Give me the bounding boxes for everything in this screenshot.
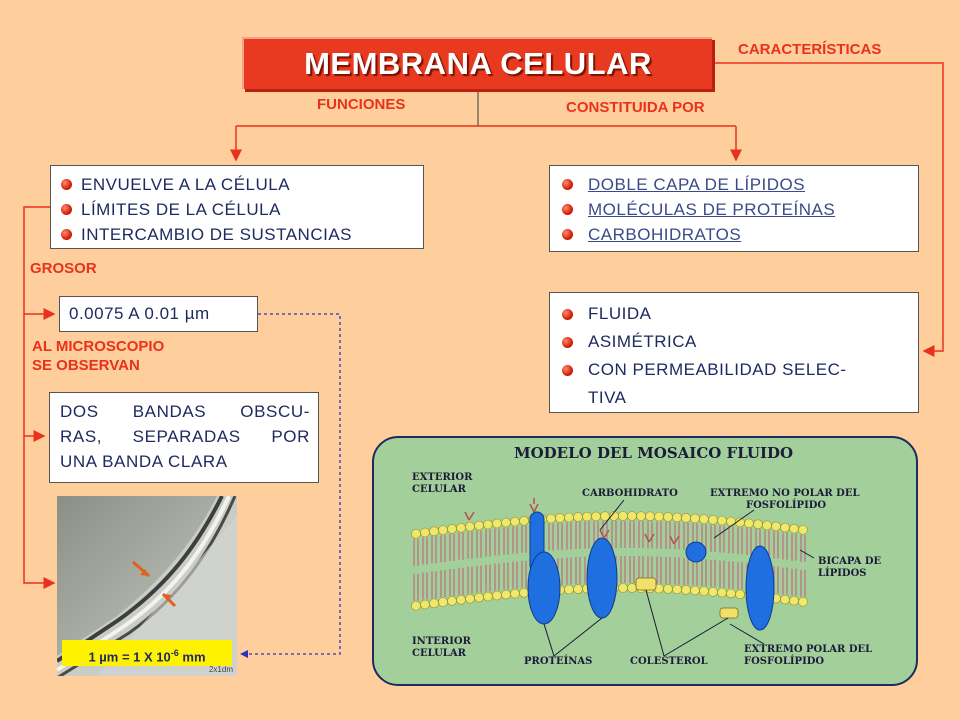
svg-text:FOSFOLÍPIDO: FOSFOLÍPIDO (746, 499, 826, 511)
title-box: MEMBRANA CELULAR (242, 37, 712, 89)
label-microscopio-1: AL MICROSCOPIO (32, 338, 165, 355)
caracteristicas-item: FLUIDA (560, 300, 918, 328)
caracteristicas-item: ASIMÉTRICA (560, 328, 918, 356)
svg-text:FOSFOLÍPIDO: FOSFOLÍPIDO (744, 655, 824, 667)
observacion-line: DOS BANDAS OBSCU- (60, 402, 310, 421)
page-title: MEMBRANA CELULAR (304, 46, 652, 81)
svg-text:LÍPIDOS: LÍPIDOS (818, 567, 867, 579)
dashed-scale-link (240, 313, 341, 655)
mosaic-model-drawing: MODELO DEL MOSAICO FLUIDO EXTERIOR CELUL… (411, 444, 882, 667)
svg-text:CELULAR: CELULAR (412, 648, 467, 659)
grosor-value-box: 0.0075 A 0.01 µm (59, 296, 258, 332)
label-constituida: CONSTITUIDA POR (566, 99, 705, 116)
svg-text:CELULAR: CELULAR (412, 484, 467, 495)
bullet-icon (562, 365, 573, 376)
bullet-icon (562, 337, 573, 348)
bullet-icon (562, 179, 573, 190)
bullet-icon (562, 229, 573, 240)
scale-note: 1 µm = 1 X 10-6 mm (62, 640, 232, 666)
observacion-line: UNA BANDA CLARA (60, 452, 228, 471)
svg-text:CARBOHIDRATO: CARBOHIDRATO (582, 488, 678, 499)
label-grosor: GROSOR (30, 260, 97, 277)
mosaic-title: MODELO DEL MOSAICO FLUIDO (514, 444, 793, 462)
caracteristicas-box: FLUIDA ASIMÉTRICA CON PERMEABILIDAD SELE… (549, 292, 919, 413)
svg-text:INTERIOR: INTERIOR (412, 636, 472, 647)
funciones-item: LÍMITES DE LA CÉLULA (59, 197, 423, 222)
svg-text:COLESTEROL: COLESTEROL (630, 656, 708, 667)
svg-text:EXTERIOR: EXTERIOR (412, 472, 473, 483)
svg-text:EXTREMO POLAR DEL: EXTREMO POLAR DEL (744, 644, 872, 655)
observacion-line: RAS, SEPARADAS POR (60, 427, 310, 446)
constituida-item[interactable]: DOBLE CAPA DE LÍPIDOS (560, 172, 918, 197)
arrow-caracteristicas (712, 62, 944, 357)
label-caracteristicas: CARACTERÍSTICAS (738, 41, 882, 58)
micrograph-caption: 2x1dm (208, 665, 233, 674)
observacion-box: DOS BANDAS OBSCU- RAS, SEPARADAS POR UNA… (49, 392, 319, 483)
caracteristicas-item: CON PERMEABILIDAD SELEC- (560, 356, 918, 384)
bullet-icon (61, 229, 72, 240)
label-microscopio-2: SE OBSERVAN (32, 357, 140, 374)
svg-text:EXTREMO NO POLAR DEL: EXTREMO NO POLAR DEL (710, 488, 860, 499)
bullet-icon (562, 309, 573, 320)
funciones-box: ENVUELVE A LA CÉLULA LÍMITES DE LA CÉLUL… (50, 165, 424, 249)
constituida-item[interactable]: CARBOHIDRATOS (560, 222, 918, 247)
bullet-icon (61, 204, 72, 215)
constituida-box: DOBLE CAPA DE LÍPIDOS MOLÉCULAS DE PROTE… (549, 165, 919, 252)
label-funciones: FUNCIONES (317, 96, 406, 113)
mosaic-model-figure: MODELO DEL MOSAICO FLUIDO EXTERIOR CELUL… (372, 436, 918, 686)
funciones-item: INTERCAMBIO DE SUSTANCIAS (59, 222, 423, 247)
bullet-icon (562, 204, 573, 215)
arrow-left-micrograph (23, 206, 60, 589)
caracteristicas-item-cont: TIVA (588, 388, 627, 407)
constituida-item[interactable]: MOLÉCULAS DE PROTEÍNAS (560, 197, 918, 222)
bullet-icon (61, 179, 72, 190)
svg-text:PROTEÍNAS: PROTEÍNAS (524, 655, 592, 667)
funciones-item: ENVUELVE A LA CÉLULA (59, 172, 423, 197)
svg-text:BICAPA DE: BICAPA DE (818, 556, 882, 567)
